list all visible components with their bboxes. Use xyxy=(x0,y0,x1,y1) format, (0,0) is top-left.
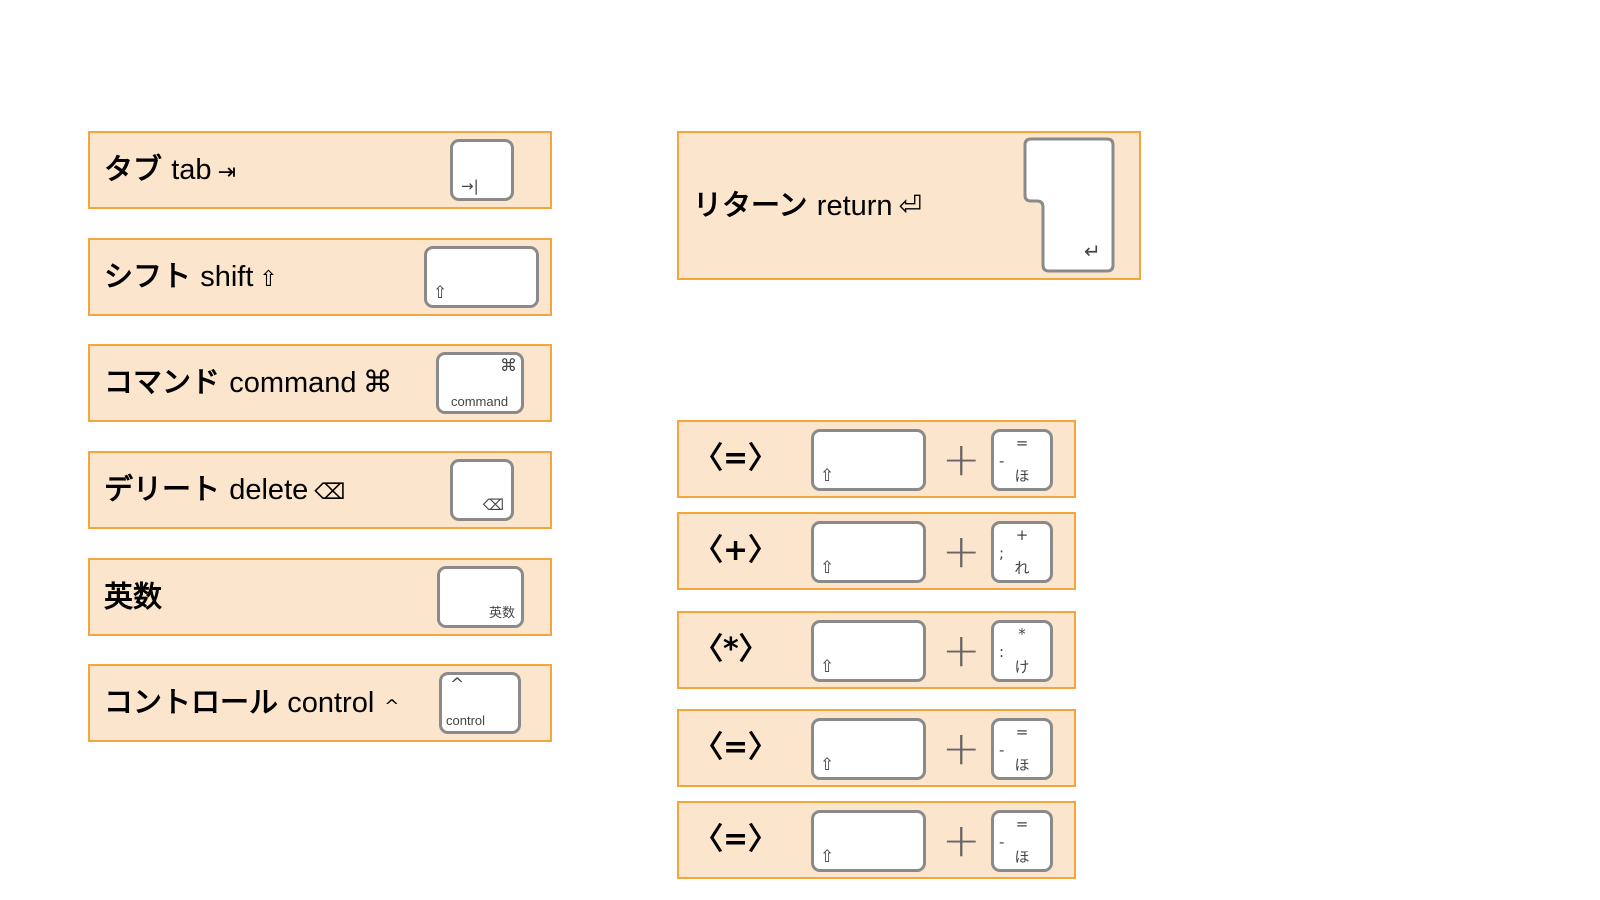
combo-shift-glyph: ⇧ xyxy=(820,657,835,677)
command-key-glyph: ⌘ xyxy=(500,356,517,376)
tab-label: タブ tab⇥ xyxy=(104,155,236,185)
combo-key-bottom: ほ xyxy=(1014,467,1030,485)
combo-key-top: + xyxy=(1015,526,1029,544)
combo-key-bottom: れ xyxy=(1014,559,1030,577)
eisu-label-jp: 英数 xyxy=(104,579,163,614)
combo-key-bottom: ほ xyxy=(1014,756,1030,774)
panel-eisu: 英数 英数 xyxy=(88,558,552,636)
plus-icon: + xyxy=(942,623,981,677)
delete-label-en: delete xyxy=(229,474,309,506)
shift-label-jp: シフト xyxy=(104,259,192,293)
combo-shift-glyph: ⇧ xyxy=(820,847,835,867)
combo-key-top: = xyxy=(1015,815,1029,833)
return-symbol-icon: ⏎ xyxy=(898,188,923,222)
combo-key-bottom: ほ xyxy=(1014,848,1030,866)
command-label-jp: コマンド xyxy=(104,365,221,399)
combo-key-left: - xyxy=(999,833,1005,851)
eisu-key-text: 英数 xyxy=(488,606,515,621)
plus-icon: + xyxy=(942,813,981,867)
combo-char-key-icon: = - ほ xyxy=(991,810,1053,872)
combo-shift-key-icon: ⇧ xyxy=(811,718,926,780)
combo-panel: 〈+〉 ⇧ + + ; れ xyxy=(677,512,1076,590)
combo-shift-key-icon: ⇧ xyxy=(811,429,926,491)
return-key-glyph: ↵ xyxy=(1084,239,1101,263)
delete-label: デリート delete⌫ xyxy=(104,475,345,505)
command-key-icon: ⌘ command xyxy=(436,352,524,414)
shift-key-icon: ⇧ xyxy=(424,246,539,308)
combo-panel: 〈*〉 ⇧ + * : け xyxy=(677,611,1076,689)
combo-char-key-icon: * : け xyxy=(991,620,1053,682)
shift-key-glyph: ⇧ xyxy=(433,283,448,303)
panel-delete: デリート delete⌫ ⌫ xyxy=(88,451,552,529)
tab-label-en: tab xyxy=(171,154,212,186)
eisu-key-icon: 英数 xyxy=(437,566,524,628)
delete-label-jp: デリート xyxy=(104,472,221,506)
shift-symbol-icon: ⇧ xyxy=(259,267,278,292)
combo-key-left: ; xyxy=(999,544,1005,562)
combo-label: 〈=〉 xyxy=(693,822,779,857)
tab-label-jp: タブ xyxy=(104,152,163,186)
combo-key-left: : xyxy=(999,643,1005,661)
panel-return: リターン return⏎ ↵ xyxy=(677,131,1141,280)
combo-shift-key-icon: ⇧ xyxy=(811,521,926,583)
tab-symbol-icon: ⇥ xyxy=(217,160,236,185)
combo-char-key-icon: + ; れ xyxy=(991,521,1053,583)
return-label-jp: リターン xyxy=(693,187,808,222)
plus-icon: + xyxy=(942,721,981,775)
combo-shift-glyph: ⇧ xyxy=(820,558,835,578)
combo-label: 〈*〉 xyxy=(693,632,769,667)
combo-key-top: = xyxy=(1015,723,1029,741)
eisu-label: 英数 xyxy=(104,579,163,614)
combo-shift-key-icon: ⇧ xyxy=(811,620,926,682)
shift-label-en: shift xyxy=(200,261,254,293)
combo-key-left: - xyxy=(999,741,1005,759)
command-key-text: command xyxy=(451,394,509,409)
plus-icon: + xyxy=(942,432,981,486)
delete-key-icon: ⌫ xyxy=(450,459,514,521)
panel-tab: タブ tab⇥ →| xyxy=(88,131,552,209)
control-key-icon: ^ control xyxy=(439,672,521,734)
combo-char-key-icon: = - ほ xyxy=(991,718,1053,780)
combo-panel: 〈=〉 ⇧ + = - ほ xyxy=(677,709,1076,787)
combo-label: 〈=〉 xyxy=(693,441,779,476)
return-label: リターン return⏎ xyxy=(693,187,923,222)
combo-label: 〈=〉 xyxy=(693,730,779,765)
combo-key-top: * xyxy=(1018,625,1026,643)
combo-shift-key-icon: ⇧ xyxy=(811,810,926,872)
delete-symbol-icon: ⌫ xyxy=(314,480,346,505)
control-key-text: control xyxy=(446,713,486,728)
panel-control: コントロール control ^ ^ control xyxy=(88,664,552,742)
command-label: コマンド command⌘ xyxy=(104,368,393,398)
combo-shift-glyph: ⇧ xyxy=(820,755,835,775)
panel-command: コマンド command⌘ ⌘ command xyxy=(88,344,552,422)
control-key-glyph: ^ xyxy=(450,675,465,695)
command-label-en: command xyxy=(229,367,357,399)
combo-key-left: - xyxy=(999,452,1005,470)
return-key-icon xyxy=(1023,137,1115,273)
combo-key-top: = xyxy=(1015,434,1029,452)
tab-key-glyph: →| xyxy=(461,177,479,195)
combo-shift-glyph: ⇧ xyxy=(820,466,835,486)
combo-panel: 〈=〉 ⇧ + = - ほ xyxy=(677,801,1076,879)
control-symbol-icon: ^ xyxy=(384,696,400,717)
delete-key-glyph: ⌫ xyxy=(482,496,504,514)
combo-label: 〈+〉 xyxy=(693,533,779,568)
plus-icon: + xyxy=(942,524,981,578)
command-symbol-icon: ⌘ xyxy=(362,365,393,400)
shift-label: シフト shift⇧ xyxy=(104,262,278,292)
combo-panel: 〈=〉 ⇧ + = - ほ xyxy=(677,420,1076,498)
control-label-jp: コントロール xyxy=(104,685,279,719)
panel-shift: シフト shift⇧ ⇧ xyxy=(88,238,552,316)
control-label-en: control xyxy=(287,687,375,719)
combo-char-key-icon: = - ほ xyxy=(991,429,1053,491)
control-label: コントロール control ^ xyxy=(104,688,399,718)
return-label-en: return xyxy=(816,189,893,222)
combo-key-bottom: け xyxy=(1014,658,1030,676)
tab-key-icon: →| xyxy=(450,139,514,201)
